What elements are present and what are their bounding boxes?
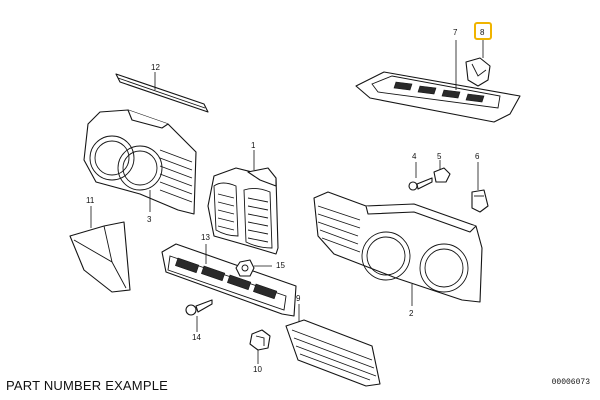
callout-2: 2 (409, 309, 414, 318)
part-2-right-headlight-surround[interactable] (313, 191, 483, 303)
part-5-nut[interactable] (433, 167, 451, 183)
part-15-clip[interactable] (235, 259, 255, 277)
part-9-lower-corner-grille[interactable] (285, 319, 381, 387)
callout-8[interactable]: 8 (480, 28, 485, 37)
callout-15: 15 (276, 261, 285, 270)
part-11-air-duct[interactable] (69, 221, 131, 293)
diagram-caption: PART NUMBER EXAMPLE (6, 378, 169, 393)
part-1-kidney-grille[interactable] (207, 167, 279, 255)
callout-13: 13 (201, 233, 210, 242)
part-12-trim-strip[interactable] (115, 73, 209, 113)
callout-12: 12 (151, 63, 160, 72)
part-13-lower-grille[interactable] (161, 243, 297, 317)
part-6-bracket-clip[interactable] (471, 189, 489, 213)
highlight-box (474, 22, 492, 40)
callout-14: 14 (192, 333, 201, 342)
part-10-clip-nut[interactable] (249, 329, 271, 351)
part-3-left-headlight-surround[interactable] (83, 109, 197, 215)
part-7-upper-grille-panel[interactable] (355, 71, 521, 123)
callout-10: 10 (253, 365, 262, 374)
part-4-screw[interactable] (408, 177, 433, 191)
part-14-push-pin[interactable] (185, 299, 213, 316)
callout-1: 1 (251, 141, 256, 150)
callout-4: 4 (412, 152, 417, 161)
part-8-retaining-clip[interactable] (465, 57, 491, 87)
callout-6: 6 (475, 152, 480, 161)
callout-9: 9 (296, 294, 301, 303)
callout-3: 3 (147, 215, 152, 224)
document-number: 00006073 (551, 378, 590, 387)
callout-7: 7 (453, 28, 458, 37)
callout-11: 11 (86, 196, 95, 205)
callout-5: 5 (437, 152, 442, 161)
